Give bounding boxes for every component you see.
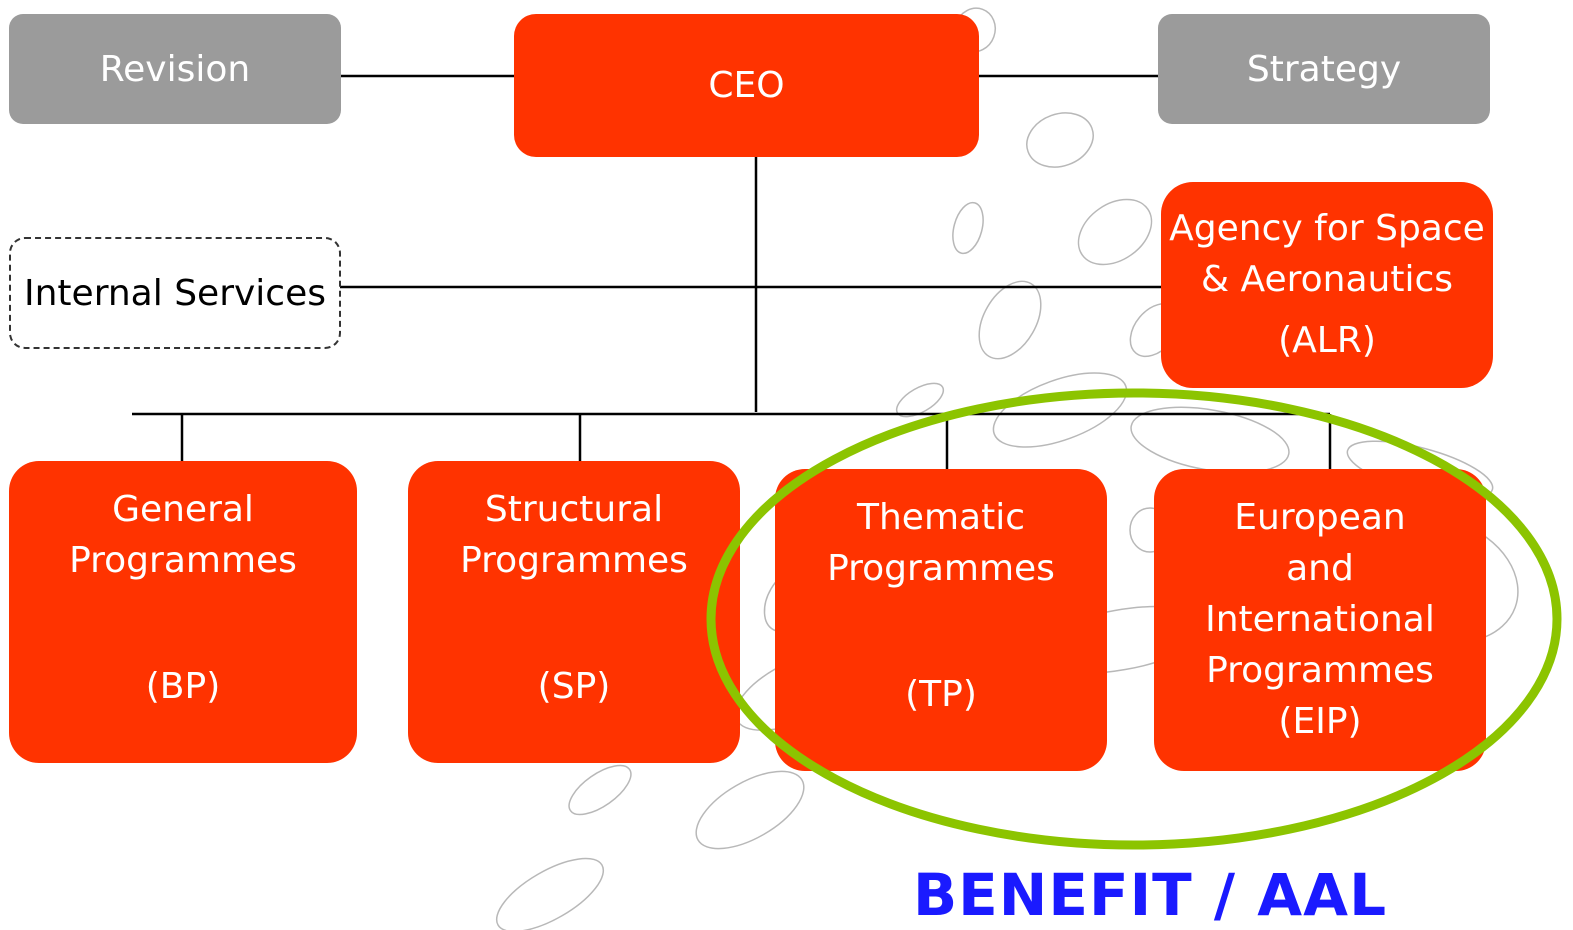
programme-box-tp: Thematic Programmes (TP) [775,469,1107,771]
eip-line4: Programmes [1206,650,1434,691]
strategy-label: Strategy [1246,48,1402,90]
bp-abbr: (BP) [145,666,221,707]
eip-line1: European [1234,497,1406,538]
bp-line2: Programmes [69,540,297,581]
alr-abbr: (ALR) [1278,320,1376,361]
tp-line1: Thematic [857,497,1025,538]
bp-line1: General [112,489,254,530]
eip-line2: and [1286,548,1354,589]
sp-abbr: (SP) [537,666,611,707]
highlight-caption: BENEFIT / AAL [912,861,1388,929]
sp-line2: Programmes [460,540,688,581]
programme-box-eip: European and International Programmes (E… [1154,469,1486,771]
strategy-box: Strategy [1158,14,1490,124]
tp-line2: Programmes [827,548,1055,589]
alr-line2: & Aeronautics [1200,259,1454,300]
ceo-box: CEO [514,14,979,157]
eip-line3: International [1205,599,1435,640]
sp-line1: Structural [484,489,664,530]
revision-box: Revision [9,14,341,124]
programme-box-bp: General Programmes (BP) [9,461,357,763]
tp-abbr: (TP) [905,674,977,715]
internal-services-box: Internal Services [9,237,341,349]
internal-services-label: Internal Services [24,272,326,314]
revision-label: Revision [99,48,251,90]
ceo-label: CEO [708,65,785,106]
highlight-ellipse [706,388,1562,850]
alr-box: Agency for Space & Aeronautics (ALR) [1161,182,1493,388]
alr-line1: Agency for Space [1169,208,1485,249]
programme-box-sp: Structural Programmes (SP) [408,461,740,763]
eip-abbr: (EIP) [1278,701,1362,742]
